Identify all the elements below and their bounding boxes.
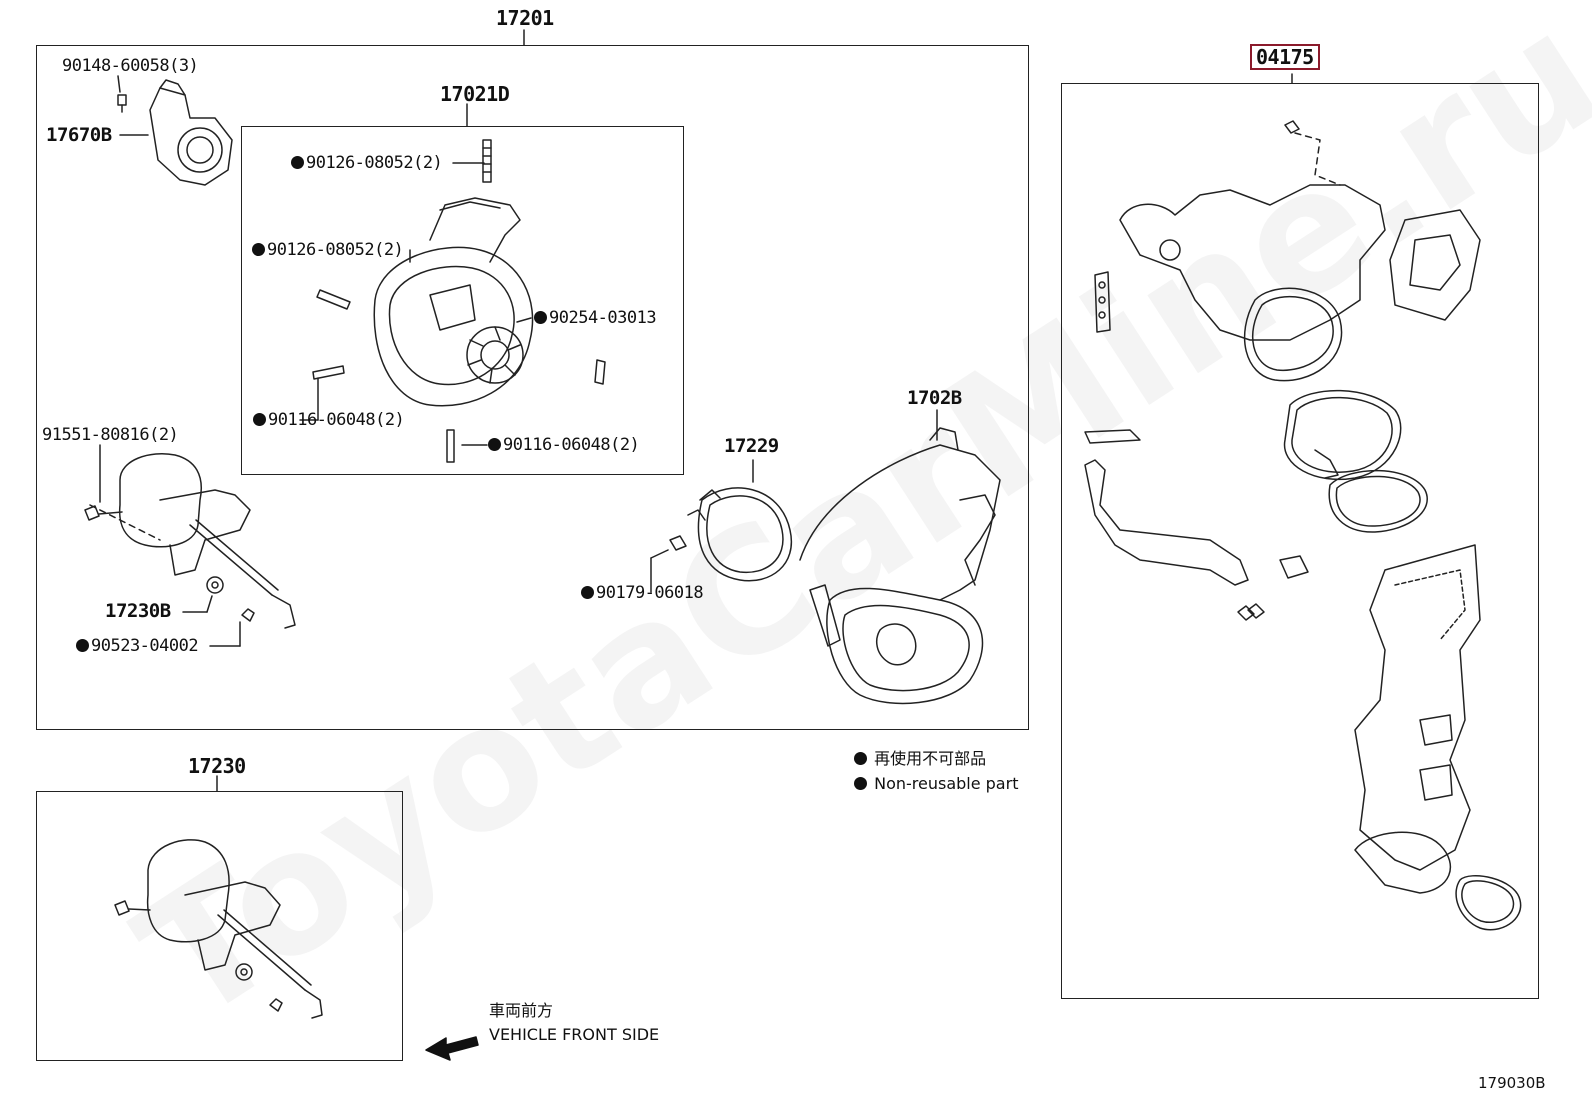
actuator-17230-drawing	[114, 839, 323, 1019]
part-label-90254-03013: 90254-03013	[534, 310, 657, 327]
non-reusable-marker	[534, 311, 547, 324]
group-label-17201: 17201	[496, 6, 554, 30]
non-reusable-marker	[581, 586, 594, 599]
group-frame-17201	[36, 45, 1029, 730]
direction-label-en: VEHICLE FRONT SIDE	[489, 1025, 660, 1044]
group-label-17021D: 17021D	[440, 82, 510, 106]
part-label-91551-80816: 91551-80816(2)	[42, 425, 179, 445]
part-label-17230B: 17230B	[105, 600, 171, 622]
part-label-1702B: 1702B	[907, 387, 962, 409]
turbo-cartridge-drawing	[312, 139, 606, 463]
actuator-17230b-drawing	[84, 453, 296, 629]
direction-label-jp: 車両前方	[489, 1001, 554, 1020]
part-label-90116-06048-left: 90116-06048(2)	[253, 412, 405, 429]
part-label-90116-06048-right: 90116-06048(2)	[488, 437, 640, 454]
part-label-90126-08052-top: 90126-08052(2)	[291, 155, 443, 172]
part-label-17229: 17229	[724, 435, 779, 457]
legend-non-reusable-jp: 再使用不可部品	[854, 751, 986, 767]
legend-non-reusable-en: Non-reusable part	[854, 776, 1018, 792]
clamp-17229-drawing	[669, 487, 793, 582]
group-frame-17021D	[241, 126, 684, 475]
non-reusable-marker	[252, 243, 265, 256]
part-label-90126-08052-mid: 90126-08052(2)	[252, 242, 404, 259]
non-reusable-marker	[253, 413, 266, 426]
group-frame-04175	[1061, 83, 1539, 999]
exhaust-elbow-1702b-drawing	[799, 427, 1001, 705]
group-label-04175[interactable]: 04175	[1250, 44, 1320, 70]
actuator-17670b-drawing	[117, 79, 233, 186]
vehicle-front-arrow	[425, 1036, 479, 1061]
illustration-code: 179030B	[1478, 1074, 1546, 1092]
group-frame-17230	[36, 791, 403, 1061]
non-reusable-marker	[291, 156, 304, 169]
part-label-90523-04002: 90523-04002	[76, 638, 199, 655]
part-label-90148-60058: 90148-60058(3)	[62, 56, 199, 76]
group-label-17230: 17230	[188, 754, 246, 778]
legend-dot	[854, 752, 867, 765]
non-reusable-marker	[488, 438, 501, 451]
legend-dot	[854, 777, 867, 790]
non-reusable-marker	[76, 639, 89, 652]
part-label-17670B: 17670B	[46, 124, 112, 146]
part-label-90179-06018: 90179-06018	[581, 585, 704, 602]
turbo-assembly-04175-drawing	[1084, 120, 1522, 931]
